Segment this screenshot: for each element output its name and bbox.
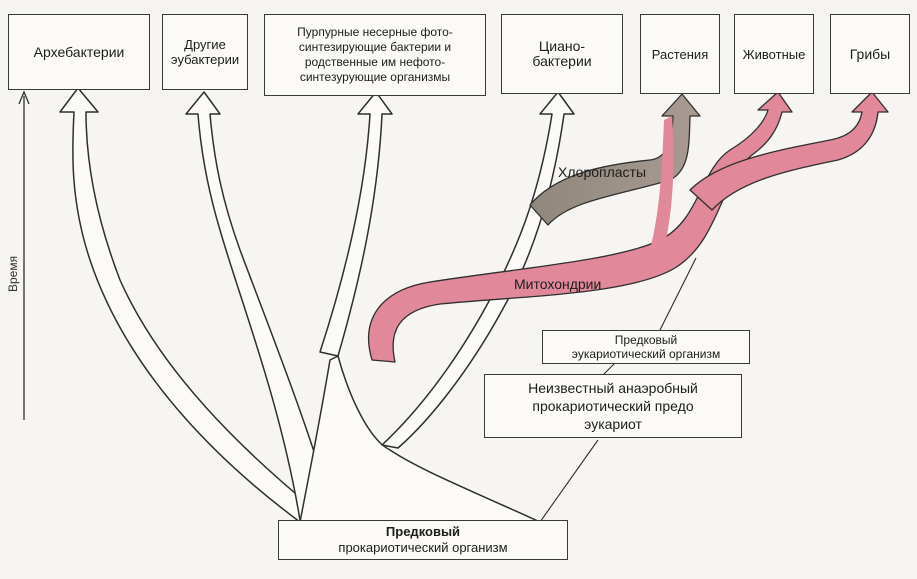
label-animals: Животные xyxy=(742,46,806,62)
box-other-eubacteria: Другие эубактерии xyxy=(162,14,248,90)
box-fungi: Грибы xyxy=(830,14,910,94)
chloroplast-stream xyxy=(529,93,701,226)
box-anaerobic-proeukaryote: Неизвестный анаэробный прокариотический … xyxy=(484,374,742,438)
box-cyanobacteria: Циано- бактерии xyxy=(501,14,623,94)
box-plants: Растения xyxy=(640,14,720,94)
label-fungi: Грибы xyxy=(849,45,891,62)
box-animals: Животные xyxy=(734,14,814,94)
time-axis-label: Время xyxy=(6,255,20,292)
label-plants: Растения xyxy=(651,46,709,62)
box-ancestral-prokaryote: Предковый прокариотический организм xyxy=(278,520,568,560)
label-anaerobic-proeukaryote: Неизвестный анаэробный прокариотический … xyxy=(528,380,698,432)
label-purple-bacteria: Пурпурные несерные фото- синтезирующие б… xyxy=(297,25,453,84)
label-cyanobacteria: Циано- бактерии xyxy=(532,38,592,69)
trunk xyxy=(299,355,541,523)
label-ancestral-prokaryote-sub: прокариотический организм xyxy=(338,540,508,555)
box-purple-bacteria: Пурпурные несерные фото- синтезирующие б… xyxy=(264,14,486,96)
box-archaebacteria: Архебактерии xyxy=(8,14,150,90)
branch-purple-bacteria xyxy=(319,91,393,357)
label-archaebacteria: Архебактерии xyxy=(33,43,125,60)
time-axis xyxy=(18,90,30,420)
box-ancestral-eukaryote: Предковый эукариотический организм xyxy=(542,330,750,364)
mitochondria-stream xyxy=(368,91,889,363)
label-ancestral-prokaryote-title: Предковый xyxy=(385,524,461,539)
branch-other-eubacteria xyxy=(185,91,336,521)
label-chloroplasts: Хлоропласты xyxy=(558,164,647,180)
branch-cyanobacteria xyxy=(381,91,575,449)
label-mitochondria: Митохондрии xyxy=(514,276,602,292)
branch-archaebacteria xyxy=(59,87,331,523)
label-ancestral-eukaryote: Предковый эукариотический организм xyxy=(571,333,721,361)
label-other-eubacteria: Другие эубактерии xyxy=(170,37,240,67)
